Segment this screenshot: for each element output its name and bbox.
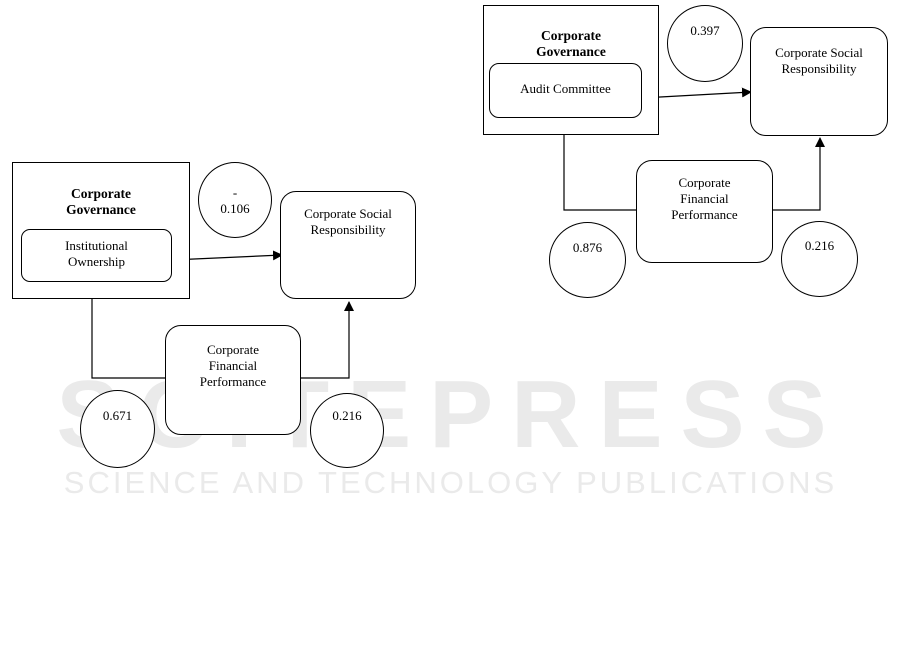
- right-mediator-coef-label: 0.876: [549, 240, 626, 256]
- right-direct-coef-label: 0.397: [667, 23, 743, 39]
- left-mediator-coef-circle: [80, 390, 155, 468]
- right-governance-title: Corporate Governance: [483, 28, 659, 60]
- right-dv-coef-circle: [781, 221, 858, 297]
- left-dv-coef-label: 0.216: [310, 408, 384, 424]
- right-mediator-coef-circle: [549, 222, 626, 298]
- right-dependent-var-label: Corporate Social Responsibility: [750, 45, 888, 77]
- left-independent-var-label: Institutional Ownership: [21, 238, 172, 270]
- right-independent-var-label: Audit Committee: [489, 81, 642, 97]
- left-mediator-to-dv-arrow: [300, 302, 349, 378]
- right-mediator-label: Corporate Financial Performance: [636, 175, 773, 223]
- left-dependent-var-label: Corporate Social Responsibility: [280, 206, 416, 238]
- right-mediator-to-dv-arrow: [772, 138, 820, 210]
- left-mediator-label: Corporate Financial Performance: [165, 342, 301, 390]
- right-dv-coef-label: 0.216: [781, 238, 858, 254]
- left-mediator-coef-label: 0.671: [80, 408, 155, 424]
- left-dv-coef-circle: [310, 393, 384, 468]
- right-dependent-var-box: [750, 27, 888, 136]
- right-direct-coef-circle: [667, 5, 743, 82]
- left-governance-title: Corporate Governance: [12, 186, 190, 218]
- left-direct-coef-label: - 0.106: [198, 185, 272, 217]
